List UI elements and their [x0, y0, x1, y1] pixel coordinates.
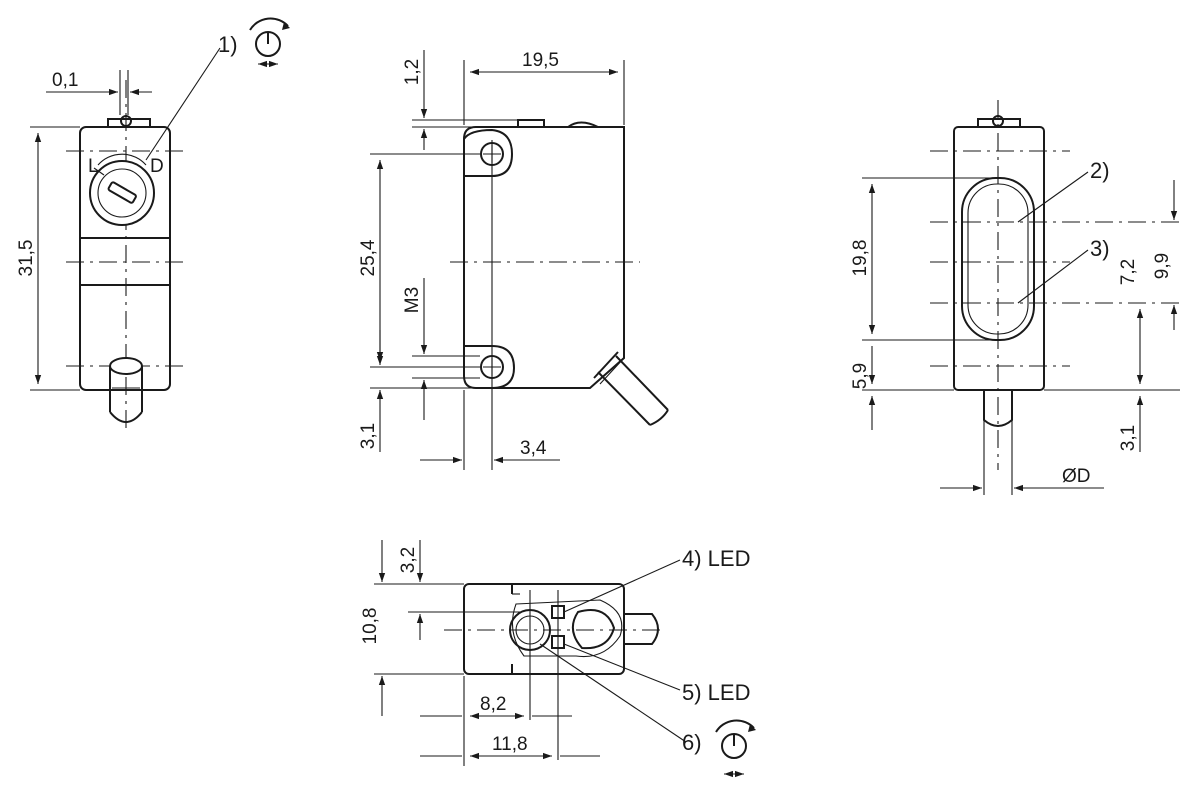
dim-diameter: ØD	[1062, 466, 1091, 487]
lens-view: 19,8 5,9 7,2 9,9 3,1 ØD 2) 3)	[850, 100, 1180, 495]
bottom-view: 3,2 10,8 8,2 11,8 4) LED 5) LED 6)	[360, 540, 756, 778]
cable	[109, 357, 143, 423]
dim-3-1-side: 3,1	[358, 423, 379, 449]
dim-31-5: 31,5	[16, 240, 37, 277]
dim-11-8: 11,8	[492, 734, 528, 755]
callout-1: 1)	[218, 32, 238, 57]
side-view: 19,5 1,2 25,4 M3 3,1 3,4	[358, 50, 669, 470]
dim-19-8: 19,8	[850, 240, 871, 277]
dim-0-1: 0,1	[52, 70, 78, 91]
dim-1-2: 1,2	[402, 59, 423, 85]
dim-19-5: 19,5	[522, 50, 559, 71]
callout-3: 3)	[1090, 236, 1110, 261]
dim-3-2: 3,2	[398, 547, 419, 573]
dim-5-9: 5,9	[850, 363, 871, 389]
dim-3-4: 3,4	[520, 438, 547, 459]
rotate-adjust-icon	[715, 719, 756, 778]
dial-label-l: L	[88, 156, 99, 177]
callout-2: 2)	[1090, 158, 1110, 183]
callout-6: 6)	[682, 730, 702, 755]
dim-3-1-lens: 3,1	[1118, 425, 1139, 451]
dim-m3: M3	[402, 287, 423, 313]
dim-10-8: 10,8	[360, 608, 381, 645]
dial-label-d: D	[150, 156, 164, 177]
callout-4-led: 4) LED	[682, 546, 750, 571]
callout-5-led: 5) LED	[682, 680, 750, 705]
dim-7-2: 7,2	[1118, 259, 1139, 285]
front-view: L D 31,5 0,1 1)	[16, 17, 290, 430]
dim-25-4: 25,4	[358, 239, 379, 276]
adjustment-dial-icon	[89, 153, 155, 226]
dim-8-2: 8,2	[480, 694, 506, 715]
cable-side	[593, 351, 669, 426]
rotate-adjust-icon	[249, 17, 290, 68]
dim-9-9: 9,9	[1152, 253, 1173, 279]
